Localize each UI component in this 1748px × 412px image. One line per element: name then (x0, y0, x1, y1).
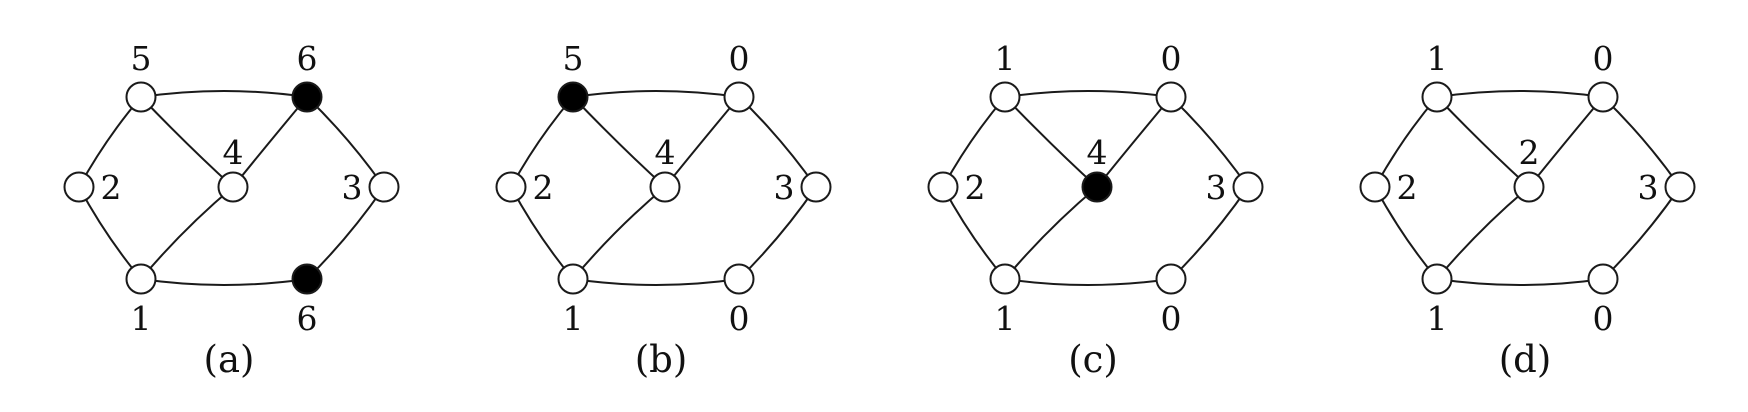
node-right (1664, 171, 1696, 203)
node-label-left: 2 (533, 168, 554, 207)
node-label-top_right: 0 (1161, 39, 1182, 78)
node-label-bottom_left: 1 (995, 299, 1016, 338)
edge-center-bottom_left (1436, 186, 1530, 280)
node-label-bottom_left: 1 (1427, 299, 1448, 338)
node-label-top_right: 6 (297, 39, 318, 78)
node-label-right: 3 (342, 168, 363, 207)
node-label-bottom_right: 0 (1161, 299, 1182, 338)
edge-center-top_right (1528, 96, 1604, 188)
node-label-top_right: 0 (1593, 39, 1614, 78)
node-top_right (1587, 81, 1619, 113)
node-label-right: 3 (1638, 168, 1659, 207)
node-bottom_left (557, 263, 589, 295)
edge-top_left-center (140, 96, 234, 188)
node-label-bottom_right: 0 (729, 299, 750, 338)
node-right (368, 171, 400, 203)
node-label-left: 2 (1397, 168, 1418, 207)
node-label-right: 3 (1206, 168, 1227, 207)
node-top_left-marked (557, 81, 589, 113)
edge-center-top_right (232, 96, 308, 188)
panel-caption: (b) (635, 338, 688, 381)
edge-bottom_left-bottom_right (140, 278, 308, 286)
node-label-center: 4 (223, 133, 244, 172)
panel-caption: (c) (1068, 338, 1118, 381)
node-bottom_left (1421, 263, 1453, 295)
node-label-top_left: 5 (131, 39, 152, 78)
panel-caption: (d) (1499, 338, 1552, 381)
node-top_left (1421, 81, 1453, 113)
edge-top_left-center (572, 96, 666, 188)
edge-bottom_left-bottom_right (1436, 278, 1604, 286)
node-bottom_left (125, 263, 157, 295)
edge-center-bottom_left (1004, 186, 1098, 280)
node-left (495, 171, 527, 203)
node-bottom_left (989, 263, 1021, 295)
node-bottom_right-marked (291, 263, 323, 295)
edge-top_left-top_right (1436, 90, 1604, 98)
node-bottom_right (723, 263, 755, 295)
node-label-left: 2 (965, 168, 986, 207)
panel-d: 1 0 2 2 3 1 0 (d) (1359, 39, 1696, 381)
node-top_left (989, 81, 1021, 113)
node-left (63, 171, 95, 203)
edge-center-bottom_left (572, 186, 666, 280)
panel-b: 5 0 2 4 3 1 0 (b) (495, 39, 832, 381)
node-center (649, 171, 681, 203)
node-label-center: 4 (655, 133, 676, 172)
edge-bottom_left-bottom_right (1004, 278, 1172, 286)
node-label-top_left: 5 (563, 39, 584, 78)
node-label-left: 2 (101, 168, 122, 207)
panel-caption: (a) (204, 338, 255, 381)
node-label-right: 3 (774, 168, 795, 207)
edge-bottom_left-bottom_right (572, 278, 740, 286)
node-center-marked (1081, 171, 1113, 203)
node-right (800, 171, 832, 203)
node-top_right (1155, 81, 1187, 113)
node-bottom_right (1587, 263, 1619, 295)
node-center (217, 171, 249, 203)
edge-top_left-center (1436, 96, 1530, 188)
edge-center-top_right (1096, 96, 1172, 188)
edge-center-top_right (664, 96, 740, 188)
node-left (927, 171, 959, 203)
node-top_left (125, 81, 157, 113)
edge-center-bottom_left (140, 186, 234, 280)
node-bottom_right (1155, 263, 1187, 295)
node-top_right (723, 81, 755, 113)
edge-top_left-top_right (140, 90, 308, 98)
panel-a: 5 6 2 4 3 1 6 (a) (63, 39, 400, 381)
node-center (1513, 171, 1545, 203)
node-label-bottom_right: 0 (1593, 299, 1614, 338)
node-top_right-marked (291, 81, 323, 113)
node-label-top_right: 0 (729, 39, 750, 78)
node-label-top_left: 1 (1427, 39, 1448, 78)
node-left (1359, 171, 1391, 203)
panel-c: 1 0 2 4 3 1 0 (c) (927, 39, 1264, 381)
node-label-top_left: 1 (995, 39, 1016, 78)
node-right (1232, 171, 1264, 203)
node-label-bottom_right: 6 (297, 299, 318, 338)
node-label-bottom_left: 1 (563, 299, 584, 338)
edge-top_left-top_right (572, 90, 740, 98)
edge-top_left-center (1004, 96, 1098, 188)
edge-top_left-top_right (1004, 90, 1172, 98)
node-label-center: 4 (1087, 133, 1108, 172)
node-label-bottom_left: 1 (131, 299, 152, 338)
node-label-center: 2 (1519, 133, 1540, 172)
